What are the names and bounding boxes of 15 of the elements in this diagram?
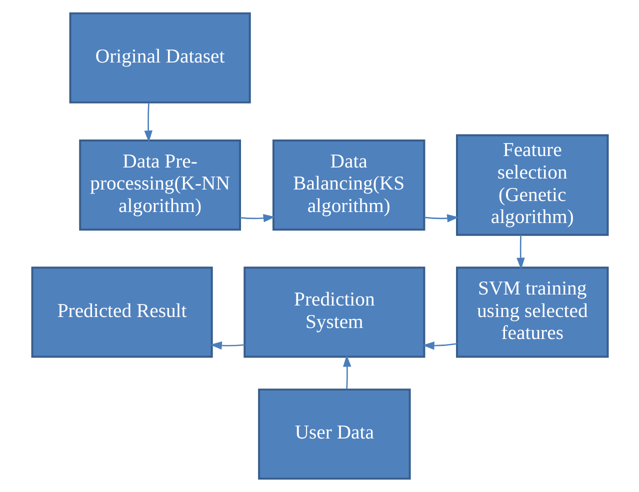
node-box: Data Pre-processing(K-NN algorithm) [78, 139, 241, 231]
arrow [240, 214, 275, 222]
node-box: Original Dataset [68, 12, 250, 104]
node-box: Data Balancing(KS algorithm) [272, 139, 425, 231]
node-box: Feature selection (Genetic algorithm) [456, 134, 608, 236]
node-box: Prediction System [243, 266, 425, 358]
arrow [210, 341, 244, 350]
node-box: SVM training using selected features [456, 266, 608, 358]
node-box: Predicted Result [30, 266, 212, 358]
arrow [424, 214, 458, 222]
arrow [422, 342, 457, 350]
arrow [516, 234, 524, 270]
node-box: User Data [258, 388, 410, 480]
arrow [144, 102, 152, 142]
arrow [342, 354, 351, 390]
